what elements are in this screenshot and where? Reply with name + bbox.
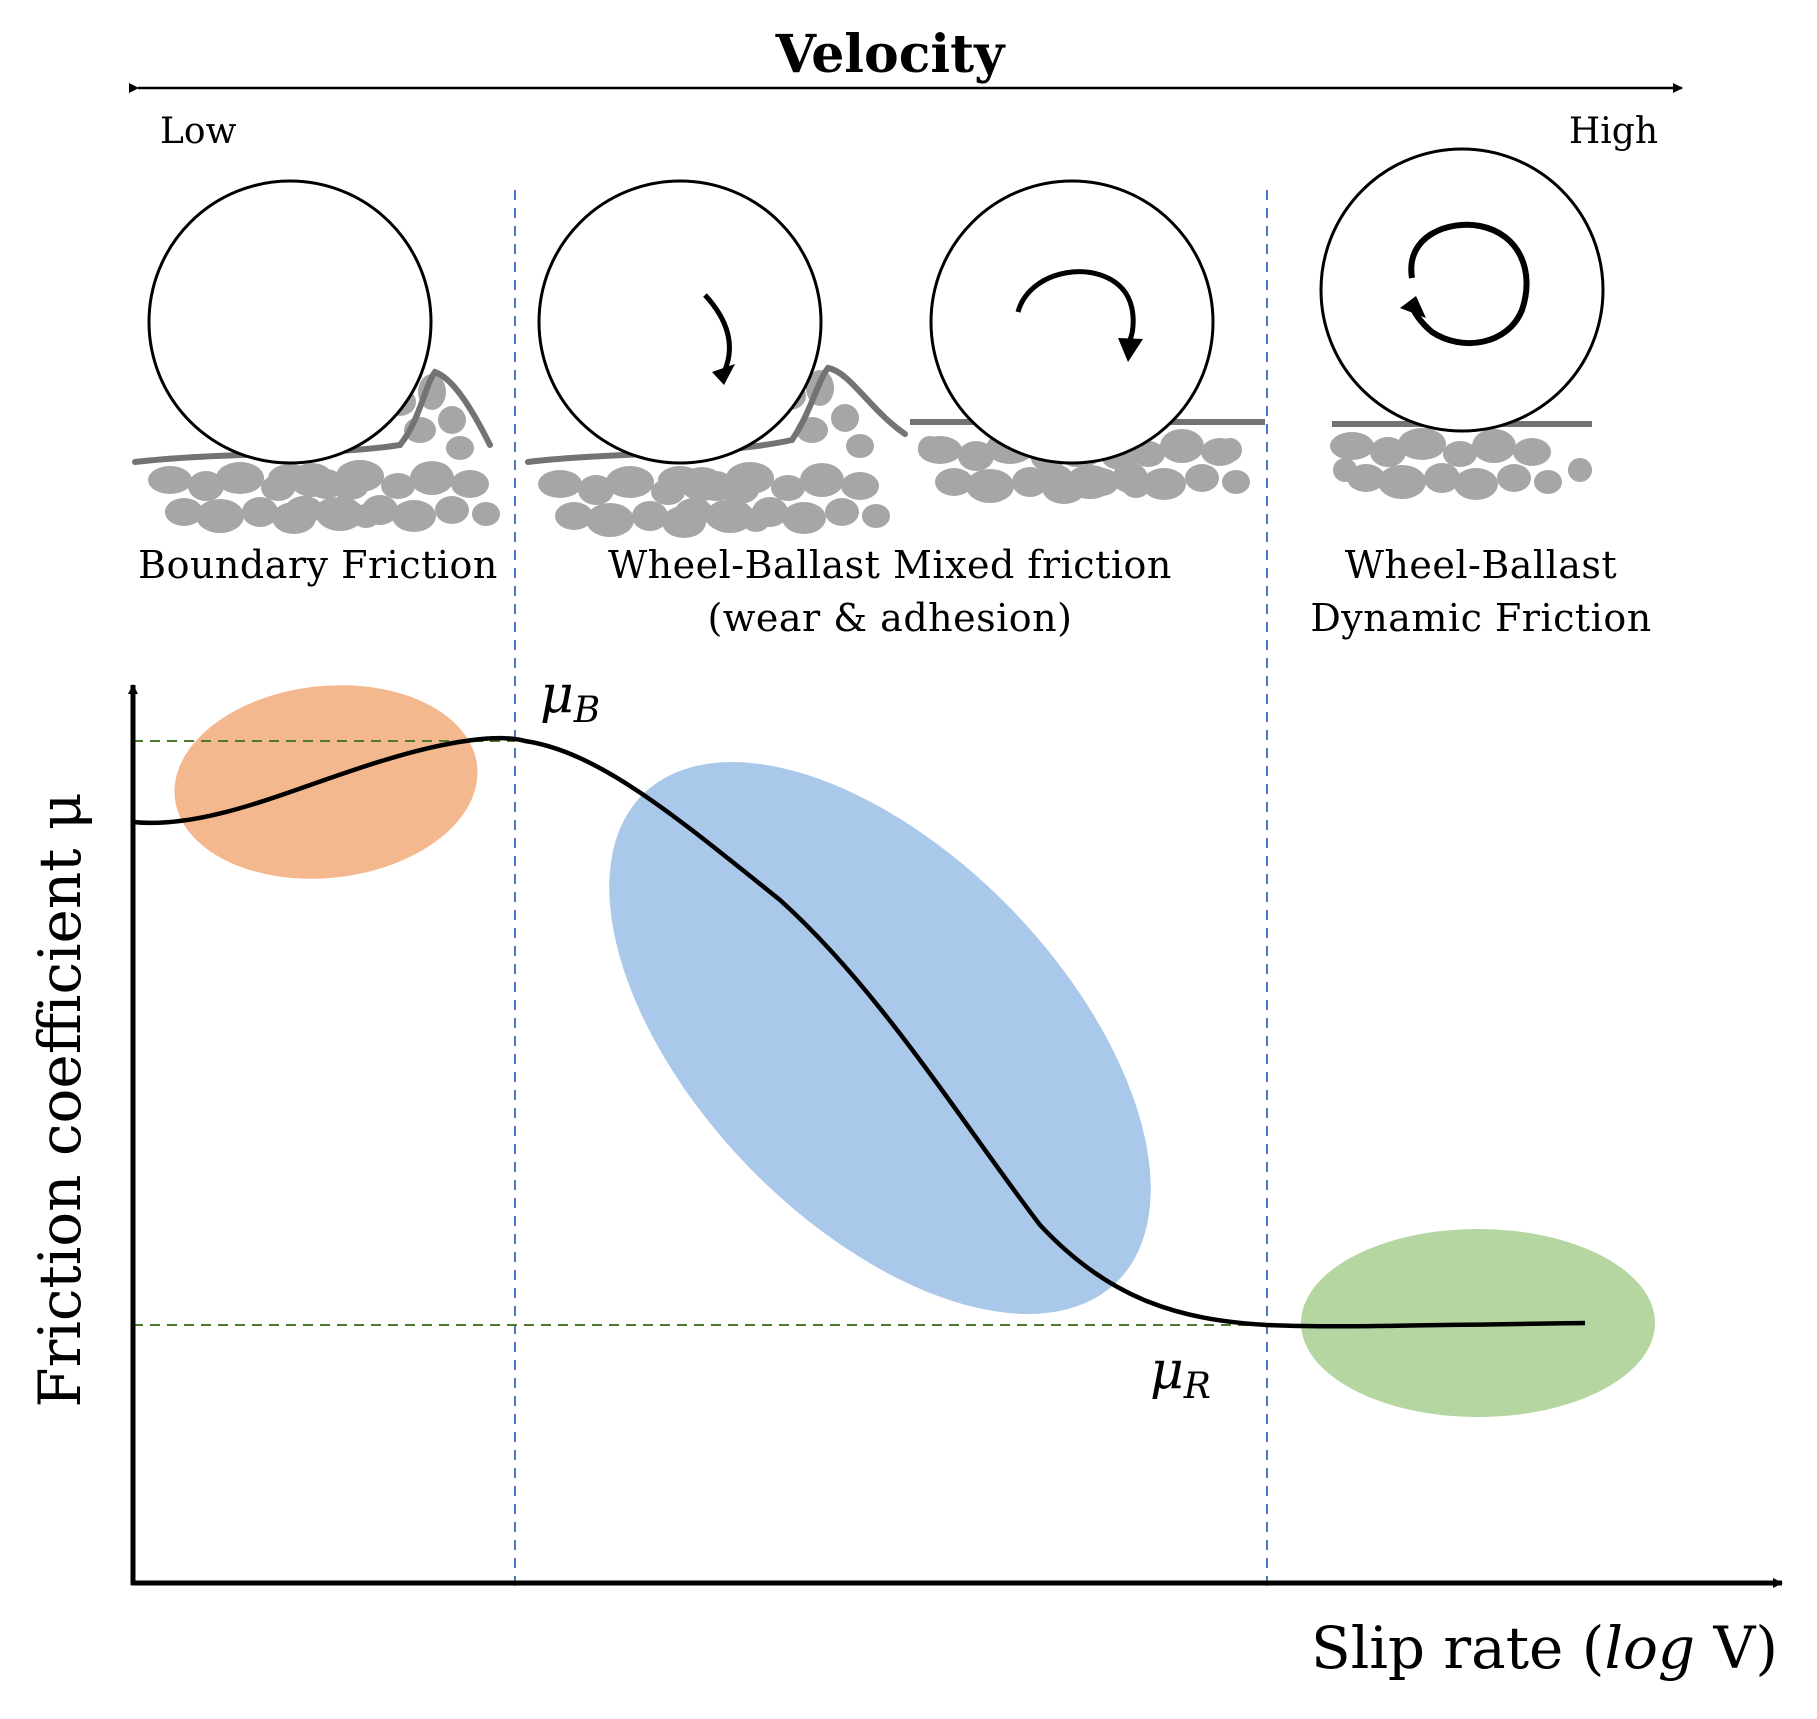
mu-b-label: μB [540,665,600,731]
friction-curve [132,735,1586,1329]
x-axis-label: Slip rate (log V) [1311,1614,1778,1682]
y-axis-label: Friction coefficient μ [26,792,94,1407]
wheel-icon [929,179,1215,465]
regime-label-boundary: Boundary Friction [138,543,498,587]
velocity-low-label: Low [160,111,237,152]
mixed-fast-illustration [910,179,1265,504]
mu-r-label: μR [1150,1341,1211,1407]
regime-label-mixed: Wheel-Ballast Mixed friction [608,543,1172,587]
dynamic-illustration [1319,147,1605,500]
velocity-title: Velocity [775,24,1007,85]
rotation-arrow-icon [1408,221,1530,347]
ballast-icon [1330,428,1592,500]
wheel-icon [147,179,433,465]
wheel-icon [537,179,823,465]
boundary-illustration [132,179,500,534]
ballast-icon [918,428,1250,504]
clockwise-arrow-icon [1015,269,1136,341]
ballast-surface-line [132,368,493,465]
regime-label-mixed-sub: (wear & adhesion) [708,596,1073,640]
boundary-region [174,685,478,879]
wheel-icon [1319,147,1605,433]
regime-label-dynamic: Wheel-Ballast [1345,543,1617,587]
velocity-high-label: High [1569,111,1658,152]
clockwise-arrow-icon [703,293,732,371]
mixed-region [609,762,1151,1314]
ballast-surface-line [525,364,908,465]
mixed-slow-illustration [525,179,908,538]
regime-label-dynamic-sub: Dynamic Friction [1310,596,1651,640]
